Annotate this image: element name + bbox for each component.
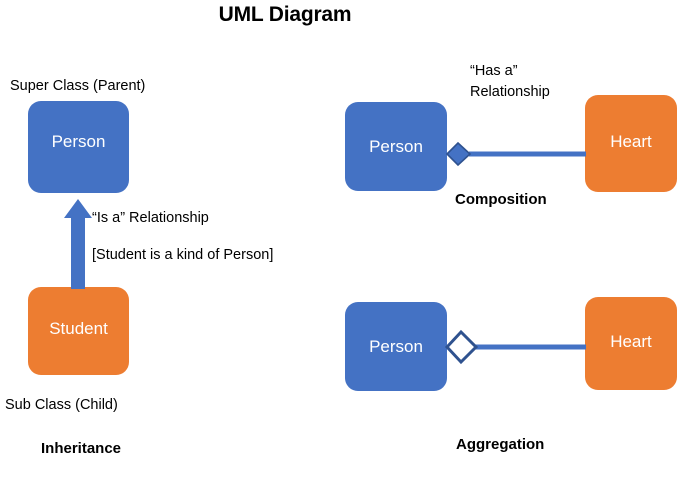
composition-connector-icon (445, 141, 586, 167)
class-box-heart-aggregation[interactable]: Heart (585, 297, 677, 390)
composition-caption: Composition (455, 191, 547, 208)
aggregation-caption: Aggregation (456, 436, 545, 453)
filled-diamond-icon (445, 141, 472, 167)
has-a-relationship-label: “Has a” Relationship (470, 61, 550, 103)
is-a-relationship-detail: [Student is a kind of Person] (92, 247, 274, 263)
class-box-person-aggregation[interactable]: Person (345, 302, 447, 391)
class-box-label: Student (49, 318, 108, 338)
class-box-person-composition[interactable]: Person (345, 102, 447, 191)
has-a-relationship-line-1: “Has a” (470, 63, 518, 79)
class-box-label: Person (369, 337, 423, 356)
hollow-diamond-icon (444, 329, 479, 365)
class-box-label: Heart (610, 332, 652, 351)
has-a-relationship-line-2: Relationship (470, 84, 550, 101)
inheritance-arrow-icon (64, 199, 92, 289)
is-a-relationship-label: “Is a” Relationship (92, 210, 209, 226)
class-box-label: Heart (610, 132, 652, 151)
class-box-person-parent[interactable]: Person (28, 101, 129, 193)
class-box-student[interactable]: Student (28, 287, 129, 375)
class-box-label: Person (51, 131, 106, 151)
page-title: UML Diagram (218, 3, 352, 26)
sub-class-label: Sub Class (Child) (5, 397, 118, 413)
aggregation-connector-icon (444, 329, 586, 365)
inheritance-caption: Inheritance (41, 440, 122, 457)
class-box-label: Person (369, 137, 423, 156)
class-box-heart-composition[interactable]: Heart (585, 95, 677, 192)
super-class-label: Super Class (Parent) (10, 78, 146, 94)
